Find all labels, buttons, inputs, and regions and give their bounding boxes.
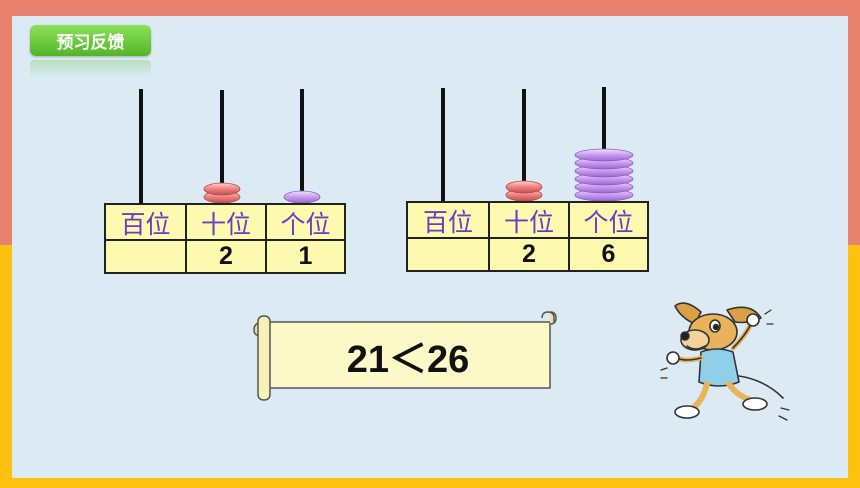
right-ones-digit-cell: 6: [568, 237, 649, 272]
right-ones-label-cell: 个位: [568, 201, 649, 239]
left-tens-label-cell: 十位: [185, 203, 267, 241]
left-ones-label-cell: 个位: [265, 203, 346, 241]
right-tens-label-cell: 十位: [488, 201, 570, 239]
preview-feedback-badge[interactable]: 预习反馈: [30, 25, 151, 56]
left-ones-digit-cell: 1: [265, 239, 346, 274]
badge-label: 预习反馈: [56, 33, 125, 52]
right-hundreds-digit-cell: [406, 237, 490, 272]
left-tens-label: 十位: [200, 211, 251, 239]
right-hundreds-label-cell: 百位: [406, 201, 490, 239]
left-ones-digit: 1: [298, 242, 313, 270]
left-hundreds-digit-cell: [104, 239, 187, 274]
cartoon-dog-icon: [660, 302, 790, 421]
left-tens-digit: 2: [219, 242, 233, 270]
right-tens-label: 十位: [503, 209, 554, 237]
left-tens-digit-cell: 2: [185, 239, 267, 274]
badge-reflection: [30, 60, 151, 78]
comparison-text: 21＜26: [346, 338, 470, 381]
left-ones-label: 个位: [280, 211, 331, 239]
left-hundreds-label: 百位: [120, 211, 171, 239]
left-tens-bead: [203, 182, 241, 196]
scroll-banner: [253, 311, 557, 401]
right-ones-bead: [574, 148, 634, 162]
right-ones-digit: 6: [601, 240, 616, 268]
left-hundreds-label-cell: 百位: [104, 203, 187, 241]
right-hundreds-label: 百位: [422, 209, 473, 237]
right-tens-digit-cell: 2: [488, 237, 570, 272]
right-ones-label: 个位: [583, 209, 634, 237]
right-tens-digit: 2: [522, 240, 536, 268]
right-tens-bead: [505, 180, 543, 194]
left-ones-bead: [283, 190, 321, 204]
